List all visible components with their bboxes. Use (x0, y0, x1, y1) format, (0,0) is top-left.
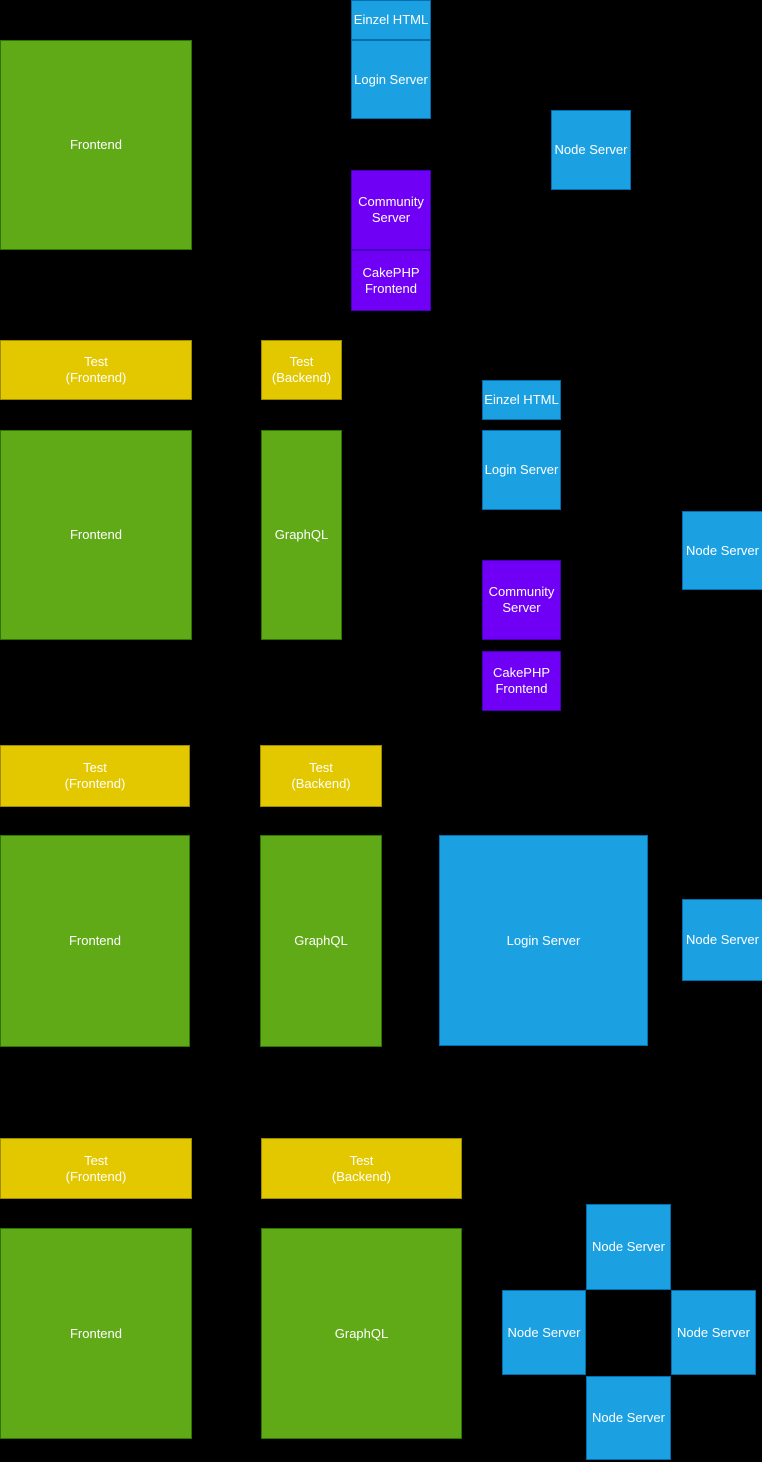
node-label: Node Server (686, 542, 759, 558)
stage-4-test-frontend-node: Test (Frontend) (0, 1138, 192, 1199)
node-label: Test (Backend) (291, 760, 351, 791)
stage-2-frontend-node: Frontend (0, 430, 192, 640)
node-label: CakePHP Frontend (362, 264, 420, 296)
stage-2-test-frontend-node: Test (Frontend) (0, 340, 192, 400)
stage-3-graphql-node: GraphQL (260, 835, 382, 1047)
node-label: Login Server (354, 71, 428, 87)
stage-2-node-server-node: Node Server (682, 511, 762, 590)
node-label: Einzel HTML (484, 392, 559, 407)
stage-2-einzel-html-node: Einzel HTML (482, 380, 561, 420)
stage-1-einzel-html-node: Einzel HTML (351, 0, 431, 40)
node-label: Test (Backend) (271, 354, 332, 385)
node-label: Node Server (554, 142, 628, 157)
stage-2-community-server-node: Community Server (482, 560, 561, 640)
node-label: Node Server (592, 1410, 665, 1425)
stage-4-node-server-right-node: Node Server (671, 1290, 756, 1375)
node-label: GraphQL (334, 1325, 389, 1341)
stage-2-test-backend-node: Test (Backend) (261, 340, 342, 400)
stage-4-frontend-node: Frontend (0, 1228, 192, 1439)
node-label: Login Server (484, 462, 559, 477)
node-label: Einzel HTML (353, 12, 429, 27)
stage-3-test-backend-node: Test (Backend) (260, 745, 382, 807)
stage-4-node-server-top-node: Node Server (586, 1204, 671, 1290)
stage-2-cakephp-frontend-node: CakePHP Frontend (482, 651, 561, 711)
node-label: Test (Frontend) (64, 760, 126, 791)
stage-4-graphql-node: GraphQL (261, 1228, 462, 1439)
node-label: Node Server (686, 932, 759, 947)
stage-3-frontend-node: Frontend (0, 835, 190, 1047)
node-label: Frontend (68, 933, 122, 948)
node-label: GraphQL (294, 933, 348, 948)
stage-4-test-backend-node: Test (Backend) (261, 1138, 462, 1199)
stage-1-cakephp-frontend-node: CakePHP Frontend (351, 250, 431, 311)
node-label: Node Server (592, 1239, 665, 1254)
node-label: Frontend (69, 1325, 123, 1341)
node-label: Community Server (488, 584, 555, 615)
stage-2-login-server-node: Login Server (482, 430, 561, 510)
stage-4-node-server-left-node: Node Server (502, 1290, 586, 1375)
node-label: Node Server (677, 1324, 750, 1340)
node-label: Test (Frontend) (65, 354, 127, 385)
node-label: Frontend (69, 137, 123, 152)
stage-1-community-server-node: Community Server (351, 170, 431, 250)
stage-1-node-server-node: Node Server (551, 110, 631, 190)
stage-2-graphql-node: GraphQL (261, 430, 342, 640)
stage-1-login-server-node: Login Server (351, 40, 431, 119)
node-label: Frontend (69, 527, 123, 542)
node-label: Node Server (507, 1324, 581, 1340)
stage-3-test-frontend-node: Test (Frontend) (0, 745, 190, 807)
node-label: GraphQL (274, 527, 329, 542)
node-label: Community Server (358, 194, 424, 225)
stage-3-node-server-node: Node Server (682, 899, 762, 981)
node-label: Test (Frontend) (65, 1152, 127, 1184)
stage-1-frontend-node: Frontend (0, 40, 192, 250)
node-label: Login Server (506, 932, 581, 948)
stage-4-node-server-bottom-node: Node Server (586, 1376, 671, 1460)
stage-3-login-server-node: Login Server (439, 835, 648, 1046)
node-label: Test (Backend) (331, 1152, 392, 1184)
node-label: CakePHP Frontend (492, 665, 551, 696)
